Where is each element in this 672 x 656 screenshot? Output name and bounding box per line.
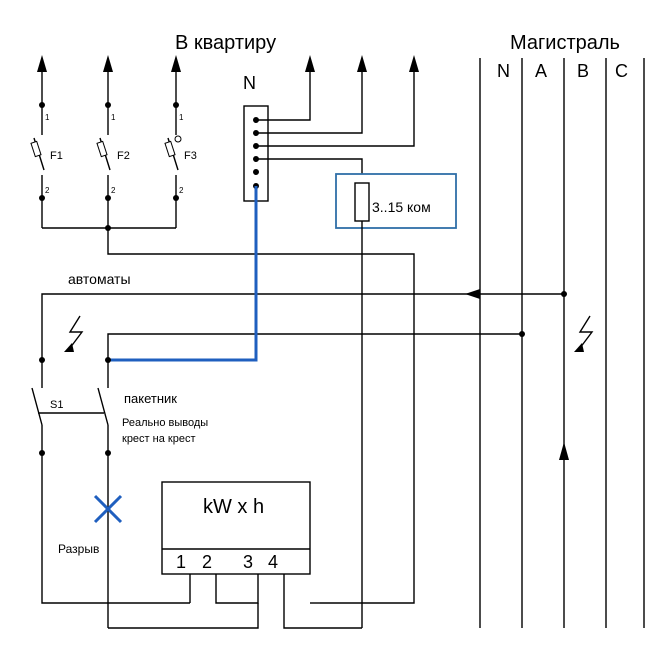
arrow-icon (171, 55, 181, 72)
meter-display: kW x h (203, 496, 264, 518)
breakers-label: автоматы (68, 271, 131, 287)
meter-terminal-4: 4 (268, 552, 278, 572)
bus-label-a: A (535, 61, 547, 81)
packet-switch (31, 357, 111, 456)
fused-outputs (30, 55, 182, 231)
energy-meter (161, 481, 311, 575)
bus-label-b: B (577, 61, 589, 81)
main-bus-lines (479, 58, 645, 628)
note-line-2: крест на крест (122, 433, 195, 445)
arrow-icon (37, 55, 47, 72)
fuse-label-f3: F3 (184, 150, 197, 162)
break-label: Разрыв (58, 542, 99, 556)
x-mark-icon (93, 494, 123, 524)
lightning-bolt-icon (68, 315, 84, 349)
neutral-outputs (256, 55, 419, 180)
resistor-icon (354, 182, 370, 222)
lightning-bolt-icon (578, 315, 594, 349)
meter-terminal-2: 2 (202, 552, 212, 572)
switch-s1-label: S1 (50, 399, 63, 411)
arrow-icon (103, 55, 113, 72)
fuse-f3-pin-1: 1 (179, 113, 184, 122)
switch-label: пакетник (124, 391, 177, 406)
resistor-value: 3..15 ком (372, 199, 431, 215)
title-to-apartment: В квартиру (175, 32, 276, 54)
neutral-bus-label: N (243, 73, 256, 93)
bus-label-c: C (615, 61, 628, 81)
note-line-1: Реально выводы (122, 417, 208, 429)
bus-label-n: N (497, 61, 510, 81)
fuse-f2-pin-2: 2 (111, 186, 116, 195)
fuse-label-f2: F2 (117, 150, 130, 162)
fuse-f1-pin-1: 1 (45, 113, 50, 122)
fuse-f3-pin-2: 2 (179, 186, 184, 195)
arrow-icon (357, 55, 367, 72)
arrow-icon (465, 289, 480, 299)
fuse-label-f1: F1 (50, 150, 63, 162)
fuse-f2-pin-1: 1 (111, 113, 116, 122)
arrow-icon (409, 55, 419, 72)
arrow-icon (305, 55, 315, 72)
arrow-icon (559, 442, 569, 460)
meter-terminal-3: 3 (243, 552, 253, 572)
neutral-highlight-wire (108, 186, 258, 362)
fuse-f1-pin-2: 2 (45, 186, 50, 195)
title-main-line: Магистраль (510, 32, 620, 54)
meter-terminal-1: 1 (176, 552, 186, 572)
